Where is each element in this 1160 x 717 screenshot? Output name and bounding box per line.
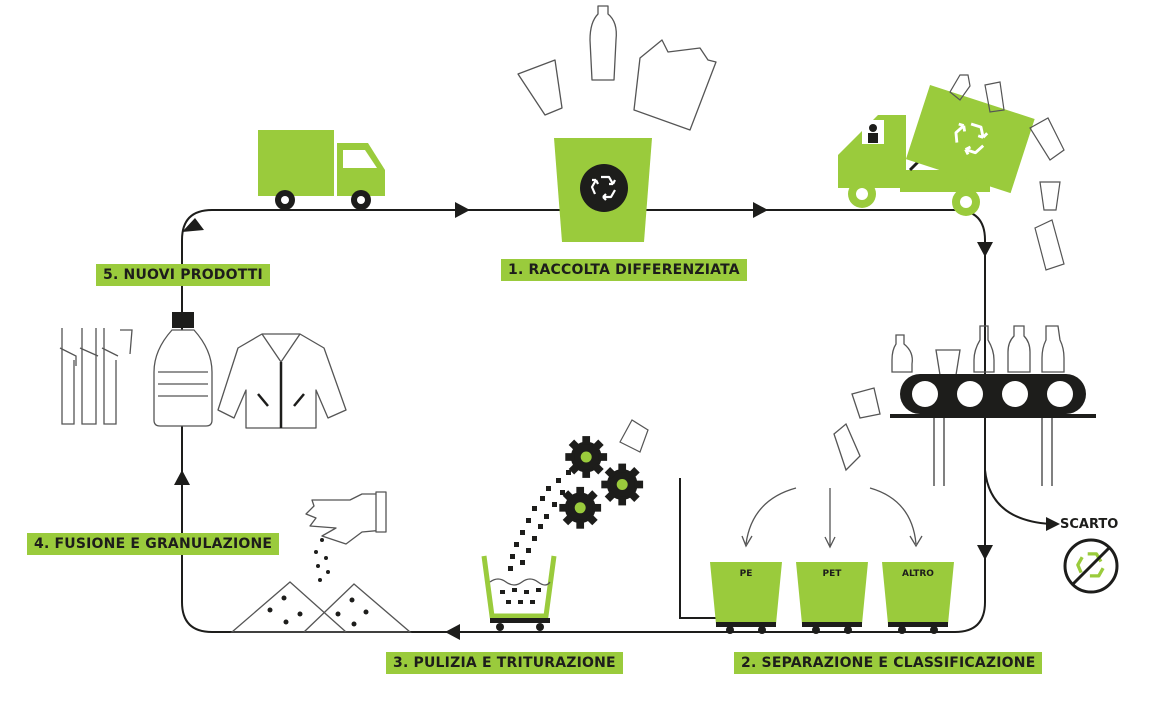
wash-basket-icon (481, 555, 557, 631)
discard-label: SCARTO (1060, 517, 1118, 532)
recycle-bin-icon (554, 138, 652, 242)
falling-bottles-icon (949, 74, 1065, 271)
discard-group: SCARTO (1060, 517, 1119, 594)
step-label-nuovi-prodotti: 5. NUOVI PRODOTTI (96, 264, 270, 286)
bin-pe-icon: PE (710, 562, 782, 634)
bin-label-altro: ALTRO (902, 569, 934, 579)
cycle-arrows (174, 202, 1060, 640)
no-recycle-icon (1063, 538, 1119, 594)
cycle-path (181, 209, 1051, 633)
waste-items-icon (517, 5, 717, 131)
bin-pet-icon: PET (796, 562, 868, 634)
step-label-fusione: 4. FUSIONE E GRANULAZIONE (27, 533, 280, 555)
jacket-icon (217, 333, 347, 429)
hand-icon (305, 491, 387, 545)
step-label-pulizia: 3. PULIZIA E TRITURAZIONE (386, 652, 623, 674)
sorting-bins: PE PET ALTRO (710, 562, 954, 634)
step-label-separazione: 2. SEPARAZIONE E CLASSIFICAZIONE (734, 652, 1043, 674)
recycling-truck-icon (838, 84, 1035, 216)
granules-pile-icon (230, 538, 412, 633)
truck-icon (258, 130, 385, 210)
shredder-gears-icon (559, 419, 649, 529)
conveyor-belt-icon (833, 325, 1096, 486)
sorting-arrows-icon (741, 487, 923, 549)
plastic-flakes (508, 470, 571, 571)
step-label-raccolta: 1. RACCOLTA DIFFERENZIATA (501, 259, 747, 281)
bottle-icon (153, 312, 213, 427)
bin-label-pe: PE (740, 569, 753, 579)
bin-label-pet: PET (823, 569, 843, 579)
straws-icon (59, 328, 133, 425)
bin-altro-icon: ALTRO (882, 562, 954, 634)
